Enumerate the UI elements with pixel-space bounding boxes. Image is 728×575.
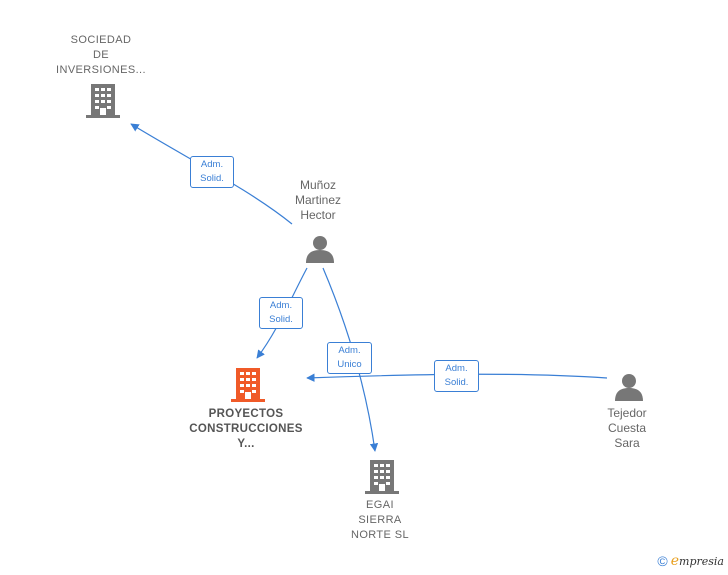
building-icon-main[interactable] [231, 368, 265, 403]
edge-label-munoz-egai: Adm. Unico [327, 342, 372, 374]
edge-label-munoz-sociedad: Adm. Solid. [190, 156, 234, 188]
node-munoz-label[interactable]: Muñoz Martinez Hector [294, 178, 341, 222]
building-icon[interactable] [86, 84, 120, 119]
node-egai-label[interactable]: EGAI SIERRA NORTE SL [350, 499, 409, 541]
building-icon[interactable] [365, 460, 399, 495]
node-tejedor-label[interactable]: Tejedor Cuesta Sara [607, 406, 647, 450]
person-icon[interactable] [305, 234, 335, 264]
copyright-icon: © [657, 553, 668, 569]
node-sociedad-label[interactable]: SOCIEDAD DE INVERSIONES... [56, 34, 146, 76]
edge-label-tejedor-proyectos: Adm. Solid. [434, 360, 479, 392]
node-proyectos-label[interactable]: PROYECTOS CONSTRUCCIONES Y... [189, 408, 303, 450]
brand-footer: © empresia [657, 553, 724, 569]
brand-logo: empresia [670, 553, 724, 569]
edge-label-munoz-proyectos: Adm. Solid. [259, 297, 303, 329]
person-icon[interactable] [614, 372, 644, 402]
